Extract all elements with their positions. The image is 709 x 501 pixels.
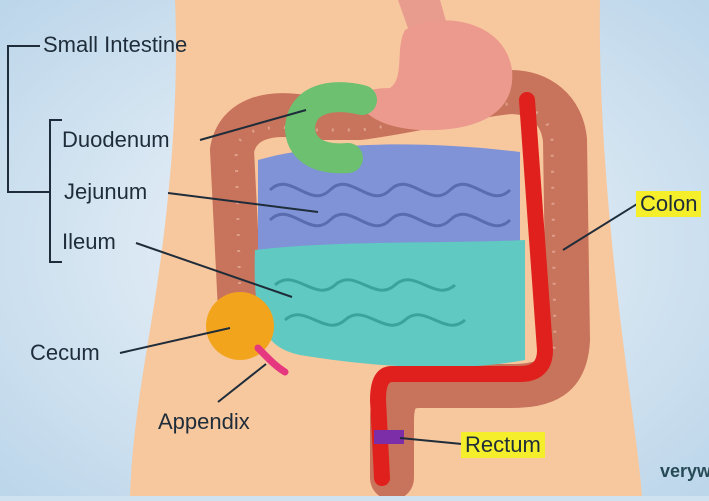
colon-label: Colon (636, 191, 702, 217)
jejunum-mass (258, 144, 520, 264)
duodenum-leader (199, 109, 307, 141)
watermark-logo: veryw (659, 461, 709, 481)
cecum-leader (119, 327, 231, 354)
colon-trace-line (370, 92, 553, 486)
rectum-marker (374, 430, 404, 444)
duodenum (284, 82, 377, 174)
ileum-folds (273, 278, 467, 327)
appendix-leader (217, 363, 267, 403)
duodenum-label: Duodenum (62, 127, 170, 152)
stomach (360, 20, 513, 131)
colon-leader (562, 203, 638, 251)
leader-lines (119, 109, 638, 445)
rectum-label: Rectum (461, 432, 545, 458)
appendix (254, 344, 289, 376)
cecum-label: Cecum (30, 340, 100, 365)
ileum-mass (254, 240, 525, 368)
small-intestine-bracket (7, 45, 50, 193)
small-intestine-label: Small Intestine (43, 32, 188, 57)
jejunum-label: Jejunum (64, 179, 148, 204)
appendix-label: Appendix (158, 409, 250, 434)
ileum-leader (135, 242, 293, 298)
jejunum-leader (167, 192, 319, 213)
segments-bracket (49, 119, 62, 263)
cecum (206, 292, 274, 360)
jejunum-folds (268, 182, 512, 228)
rectum-leader (399, 437, 463, 445)
ileum-label: Ileum (62, 229, 116, 254)
